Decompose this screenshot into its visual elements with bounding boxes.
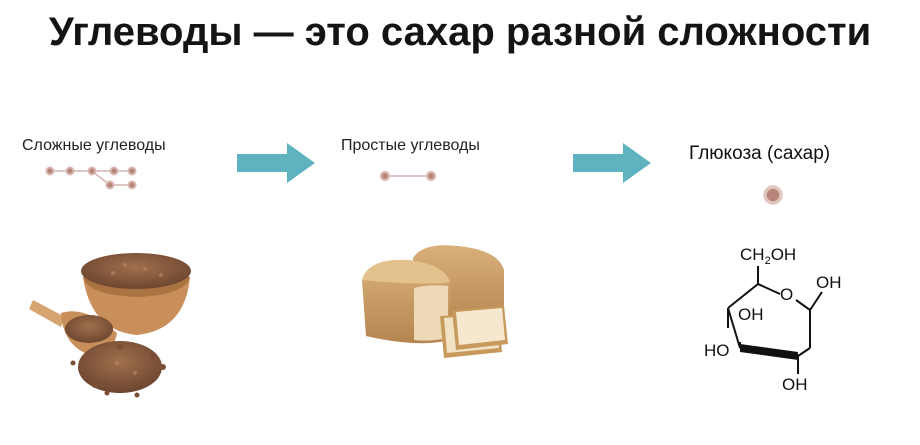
- ch2oh-group: CH2OH: [740, 245, 796, 267]
- arrow-right-icon: [573, 143, 651, 183]
- oh-inner: OH: [738, 305, 764, 324]
- glucose-structure-icon: CH2OH O OH OH HO OH: [704, 245, 842, 394]
- stage-label-complex: Сложные углеводы: [22, 137, 166, 154]
- buckwheat-bowl-icon: [29, 253, 191, 398]
- single-unit-icon: [763, 185, 783, 205]
- bread-loaf-icon: [362, 245, 508, 358]
- oh-bottom: OH: [782, 375, 808, 394]
- ring-oxygen: O: [780, 285, 793, 304]
- branched-chain-icon: [45, 166, 137, 190]
- two-unit-chain-icon: [379, 170, 437, 182]
- stage-label-glucose: Глюкоза (сахар): [689, 143, 831, 164]
- ho-left: HO: [704, 341, 730, 360]
- stage-label-simple: Простые углеводы: [341, 137, 480, 154]
- page-title: Углеводы — это сахар разной сложности: [48, 10, 872, 54]
- oh-right: OH: [816, 273, 842, 292]
- arrow-right-icon: [237, 143, 315, 183]
